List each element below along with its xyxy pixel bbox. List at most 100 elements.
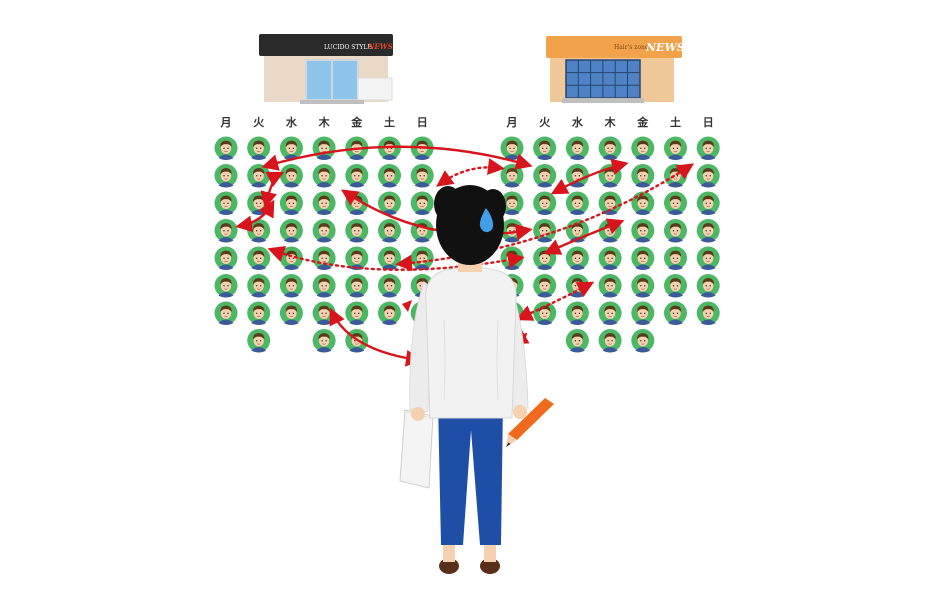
day-header: 日 bbox=[703, 116, 714, 129]
arrow-icon bbox=[329, 307, 423, 367]
avatar-icon bbox=[630, 136, 655, 160]
avatar-icon bbox=[598, 273, 622, 298]
avatar-icon bbox=[246, 328, 271, 353]
avatar-icon bbox=[344, 163, 369, 188]
avatar-icon bbox=[344, 273, 369, 298]
avatar-icon bbox=[279, 191, 304, 215]
avatar-icon bbox=[565, 328, 590, 353]
avatar-icon bbox=[279, 163, 304, 188]
arrow-icon bbox=[395, 163, 695, 272]
store-name: LUCIDO STYLE bbox=[324, 44, 372, 51]
paper-icon bbox=[399, 409, 434, 489]
avatar-icon bbox=[344, 218, 369, 243]
avatar-icon bbox=[565, 136, 590, 160]
avatar-icon bbox=[630, 163, 655, 188]
avatar-icon bbox=[279, 273, 304, 298]
manager-figure bbox=[399, 185, 554, 574]
pants bbox=[438, 402, 503, 545]
avatar-icon bbox=[630, 246, 655, 270]
avatar-icon bbox=[214, 273, 238, 298]
avatar-icon bbox=[246, 136, 271, 160]
avatar-icon bbox=[532, 191, 557, 215]
avatar-icon bbox=[630, 273, 655, 298]
arrow-icon bbox=[267, 246, 525, 271]
avatar-icon bbox=[344, 301, 369, 325]
avatar-icon bbox=[500, 246, 524, 270]
avatar-icon bbox=[312, 246, 336, 270]
day-header: 月 bbox=[220, 116, 232, 129]
avatar-icon bbox=[246, 273, 271, 298]
avatar-icon bbox=[663, 136, 688, 160]
avatar-icon bbox=[214, 218, 238, 243]
avatar-icon bbox=[630, 218, 655, 243]
avatar-icon bbox=[565, 246, 590, 270]
day-header: 金 bbox=[636, 115, 649, 129]
avatar-icon bbox=[598, 191, 622, 215]
avatar-icon bbox=[410, 163, 435, 188]
staff-schedule-grids: 月火水木金土日月火水木金土日 bbox=[214, 115, 721, 353]
shift-arrows bbox=[235, 145, 695, 367]
avatar-icon bbox=[312, 328, 336, 353]
avatar-icon bbox=[532, 136, 557, 160]
sweat-drop-icon bbox=[479, 208, 494, 233]
pencil-icon bbox=[506, 398, 554, 447]
day-header: 火 bbox=[253, 116, 265, 129]
avatar-icon bbox=[312, 163, 336, 188]
arrow-icon bbox=[261, 145, 533, 171]
avatar-icon bbox=[663, 191, 688, 215]
avatar-icon bbox=[532, 163, 557, 188]
avatar-icon bbox=[565, 301, 590, 325]
avatar-icon bbox=[598, 246, 622, 270]
day-header: 火 bbox=[539, 116, 551, 129]
arrow-icon bbox=[402, 300, 412, 312]
avatar-icon bbox=[214, 191, 238, 215]
avatar-icon bbox=[377, 163, 402, 188]
avatar-icon bbox=[532, 273, 557, 298]
avatar-icon bbox=[410, 218, 435, 243]
day-header: 木 bbox=[604, 115, 617, 129]
store-brand: NEWS bbox=[645, 41, 685, 54]
avatar-icon bbox=[312, 273, 336, 298]
avatar-icon bbox=[598, 136, 622, 160]
day-header: 水 bbox=[286, 115, 298, 129]
avatar-icon bbox=[214, 301, 238, 325]
avatar-icon bbox=[312, 136, 336, 160]
avatar-icon bbox=[214, 246, 238, 270]
arrow-icon bbox=[515, 281, 595, 321]
avatar-icon bbox=[377, 218, 402, 243]
avatar-icon bbox=[696, 218, 721, 243]
avatar-icon bbox=[312, 191, 336, 215]
avatar-icon bbox=[532, 218, 557, 243]
avatar-icon bbox=[500, 136, 524, 160]
avatar-icon bbox=[214, 163, 238, 188]
avatar-icon bbox=[630, 301, 655, 325]
avatar-icon bbox=[279, 246, 304, 270]
store-name: Hair's zone bbox=[614, 44, 649, 51]
avatar-icon bbox=[696, 163, 721, 188]
avatar-icon bbox=[696, 246, 721, 270]
avatar-icon bbox=[598, 301, 622, 325]
avatar-icon bbox=[630, 328, 655, 353]
avatar-icon bbox=[312, 218, 336, 243]
day-header: 水 bbox=[572, 115, 584, 129]
avatar-icon bbox=[663, 163, 688, 188]
avatar-icon bbox=[598, 328, 622, 353]
day-header: 月 bbox=[506, 116, 518, 129]
avatar-icon bbox=[377, 246, 402, 270]
store-schedule-grid: 月火水木金土日 bbox=[214, 115, 435, 353]
avatar-icon bbox=[279, 218, 304, 243]
avatar-icon bbox=[246, 301, 271, 325]
avatar-icon bbox=[214, 136, 238, 160]
avatar-icon bbox=[279, 301, 304, 325]
day-header: 木 bbox=[318, 115, 331, 129]
arrow-icon bbox=[436, 158, 505, 187]
avatar-icon bbox=[410, 246, 435, 270]
avatar-icon bbox=[663, 273, 688, 298]
avatar-icon bbox=[663, 301, 688, 325]
avatar-icon bbox=[377, 301, 402, 325]
day-header: 日 bbox=[417, 116, 428, 129]
avatar-icon bbox=[663, 246, 688, 270]
